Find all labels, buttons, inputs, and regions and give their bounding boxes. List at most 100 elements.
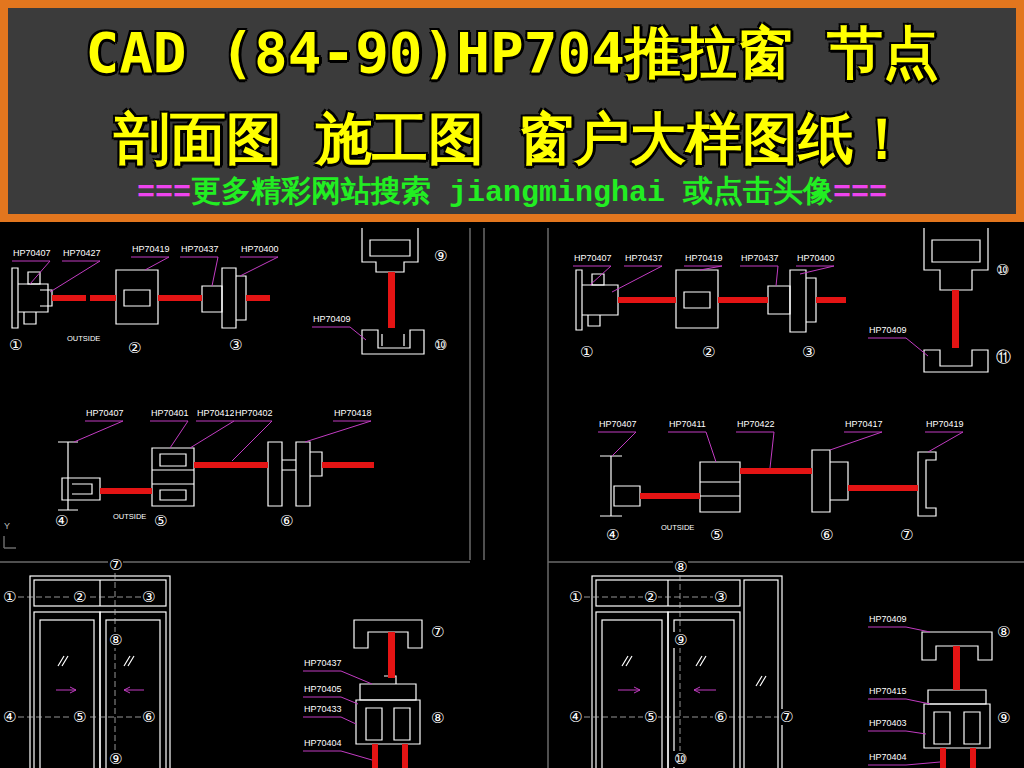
window-profile [600,450,936,516]
glass-pane [388,632,395,678]
leader-line [190,421,234,448]
glass-pane [970,748,976,768]
part-code: HP70407 [598,419,638,430]
callout-number: ⑦ [108,557,123,573]
part-code: HP70407 [573,253,613,264]
glass-pane [718,297,768,303]
callout-number: ⑧ [673,559,688,575]
window-profile [354,620,422,744]
banner-divider: === [137,176,191,210]
callout-number: ② [127,340,142,356]
leader-line [305,421,371,442]
leader-line [868,338,928,356]
glass-pane [640,468,918,499]
glass-pane [816,297,846,303]
sheet-border [483,228,485,560]
window-elevation [40,620,94,768]
window-profile [592,274,604,285]
window-profile [928,690,986,704]
window-profile [932,240,980,262]
leader-line [868,627,930,632]
callout-number: ⑦ [430,624,445,640]
leader-line [736,432,774,468]
window-elevation [668,612,740,768]
glass-pane [388,272,395,328]
sliding-arrow [694,687,716,693]
side-note: OUTSIDE [112,512,147,521]
window-profile [236,276,246,320]
glass-pane [52,272,395,328]
window-elevation [667,580,668,606]
window-profile [684,292,710,308]
glass-pane [640,493,700,499]
part-code: HP70433 [303,704,343,715]
window-profile [268,442,282,506]
title-text: CAD (84-90)HP704推拉窗 节点 剖面图 施工图 窗户大样图纸！ [8,10,1016,182]
callout-number: ④ [2,709,17,725]
section-line [18,573,141,751]
callout-number: ③ [141,589,156,605]
glass-pane [158,295,202,301]
callout-number: ⑥ [141,709,156,725]
callout-number: ⑥ [713,709,728,725]
leader-line [740,266,778,286]
glass-pane [618,297,676,303]
banner-frame [0,0,1024,222]
part-code: HP70415 [868,686,908,697]
glass-pane [372,632,408,768]
callout-number: ⑦ [899,527,914,543]
sheet-border [547,228,549,768]
window-elevation [592,576,782,768]
part-code: HP70418 [333,408,373,419]
part-code: HP70407 [12,248,52,259]
part-code: HP70437 [740,253,780,264]
window-elevation [602,620,662,768]
side-note: OUTSIDE [660,523,695,532]
window-profile [18,284,48,312]
window-profile [362,330,424,354]
leader-line [131,257,169,270]
glass-pane [740,468,812,474]
window-profile [12,228,424,354]
part-code: HP70404 [868,752,908,763]
callout-number: ③ [801,344,816,360]
window-profile [768,286,790,314]
leader-line [312,327,366,340]
sliding-arrow [56,687,144,693]
window-profile [922,632,992,748]
leader-line [50,261,100,292]
leader-line [303,697,358,704]
sheet-border [548,561,1024,563]
glass-pane [402,744,408,768]
window-profile [28,272,40,284]
part-code: HP70419 [131,244,171,255]
window-elevation [34,612,100,768]
part-code: HP70409 [868,614,908,625]
window-elevation [596,580,740,606]
callout-number: ⑥ [279,513,294,529]
callout-number: ⑩ [433,337,448,353]
window-profile [812,450,830,512]
banner-frame [8,8,1016,214]
part-code: HP70407 [85,408,125,419]
leader-line [668,432,716,462]
callout-number: ⑤ [643,709,658,725]
window-profile [830,462,848,500]
callout-number: ⑧ [430,710,445,726]
window-profile [116,270,158,324]
callout-number: ⑨ [433,248,448,264]
callout-number: ⑤ [72,709,87,725]
window-profile [924,228,988,290]
window-profile [58,442,322,510]
glass-pane [52,295,86,301]
window-elevation [756,676,766,686]
glass-pane [322,462,374,468]
window-profile [576,270,582,330]
leader-line [150,421,188,448]
window-profile [370,240,410,256]
part-code: HP70409 [868,325,908,336]
window-profile [152,470,194,484]
callout-number: ⑨ [996,710,1011,726]
part-code: HP70401 [150,408,190,419]
